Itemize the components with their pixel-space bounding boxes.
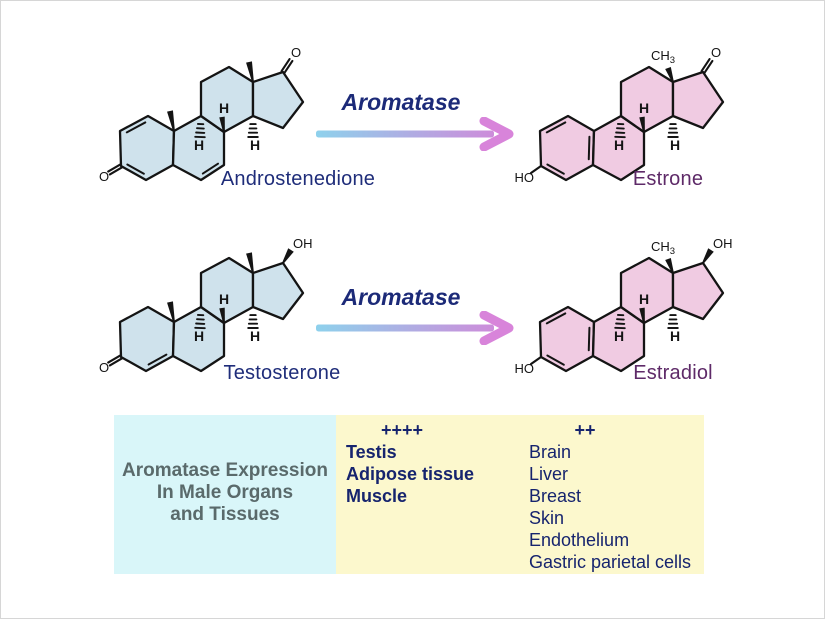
- aromatase-label-top: Aromatase: [341, 89, 461, 115]
- c14-hydrogen-label: H: [670, 328, 680, 344]
- molecule-label-testosterone: Testosterone: [223, 362, 341, 384]
- arrow-shaft: [316, 130, 494, 138]
- arrow-head: [479, 116, 514, 152]
- table-title-line: In Male Organs: [156, 482, 294, 503]
- c14-hydrogen-label: H: [250, 137, 260, 153]
- molecule-label-estradiol: Estradiol: [633, 362, 713, 384]
- androstenedione-structure: O O H H H: [84, 43, 316, 195]
- organ-item: Liver: [529, 464, 569, 484]
- c14-hydrogen-label: H: [250, 328, 260, 344]
- c3-oxygen-label: O: [99, 360, 109, 375]
- reaction-arrow-top: [314, 116, 514, 152]
- organ-item: Testis: [346, 442, 397, 462]
- c3-oxygen-label: O: [99, 169, 109, 184]
- c9-hydrogen-label: H: [614, 328, 624, 344]
- c8-hydrogen-label: H: [639, 100, 649, 116]
- molecule-label-androstenedione: Androstenedione: [220, 168, 376, 190]
- c17-oxygen-label: O: [711, 45, 721, 60]
- aromatase-expression-table: Aromatase Expression In Male Organs and …: [114, 415, 704, 574]
- c8-hydrogen-label: H: [219, 100, 229, 116]
- table-title-line: and Tissues: [170, 504, 280, 525]
- c13-methyl-label: CH3: [651, 239, 675, 257]
- c17-hydroxyl-label: OH: [713, 236, 733, 251]
- organ-item: Adipose tissue: [346, 464, 475, 484]
- c17-oxygen-label: O: [291, 45, 301, 60]
- arrow-head: [479, 310, 514, 346]
- organ-item: Muscle: [346, 486, 408, 506]
- c3-hydroxy-label: HO: [515, 170, 535, 185]
- table-organs-cell: ++++ Testis Adipose tissue Muscle ++ Bra…: [336, 415, 704, 574]
- aromatase-label-bottom: Aromatase: [341, 284, 461, 310]
- c9-hydrogen-label: H: [614, 137, 624, 153]
- c9-hydrogen-label: H: [194, 328, 204, 344]
- c8-hydrogen-label: H: [639, 291, 649, 307]
- organ-item: Endothelium: [529, 530, 630, 550]
- moderate-expression-column: ++ Brain Liver Breast Skin Endothelium G…: [529, 419, 691, 573]
- molecule-label-estrone: Estrone: [632, 168, 704, 190]
- c17-hydroxyl-label: OH: [293, 236, 313, 251]
- reaction-arrow-bottom: [314, 310, 514, 346]
- arrow-shaft: [316, 324, 494, 332]
- c3-hydroxy-label: HO: [515, 361, 535, 376]
- c9-hydrogen-label: H: [194, 137, 204, 153]
- high-expression-header: ++++: [380, 420, 424, 440]
- organ-item: Breast: [529, 486, 582, 506]
- organ-item: Gastric parietal cells: [529, 552, 692, 572]
- table-title-cell: Aromatase Expression In Male Organs and …: [114, 415, 336, 574]
- c13-methyl-label: CH3: [651, 48, 675, 66]
- organ-item: Skin: [529, 508, 565, 528]
- c8-hydrogen-label: H: [219, 291, 229, 307]
- testosterone-structure: O OH H H H: [84, 234, 316, 386]
- organ-item: Brain: [529, 442, 572, 462]
- high-expression-column: ++++ Testis Adipose tissue Muscle: [346, 419, 474, 507]
- moderate-expression-header: ++: [574, 420, 596, 440]
- table-title-line: Aromatase Expression: [122, 460, 328, 481]
- c14-hydrogen-label: H: [670, 137, 680, 153]
